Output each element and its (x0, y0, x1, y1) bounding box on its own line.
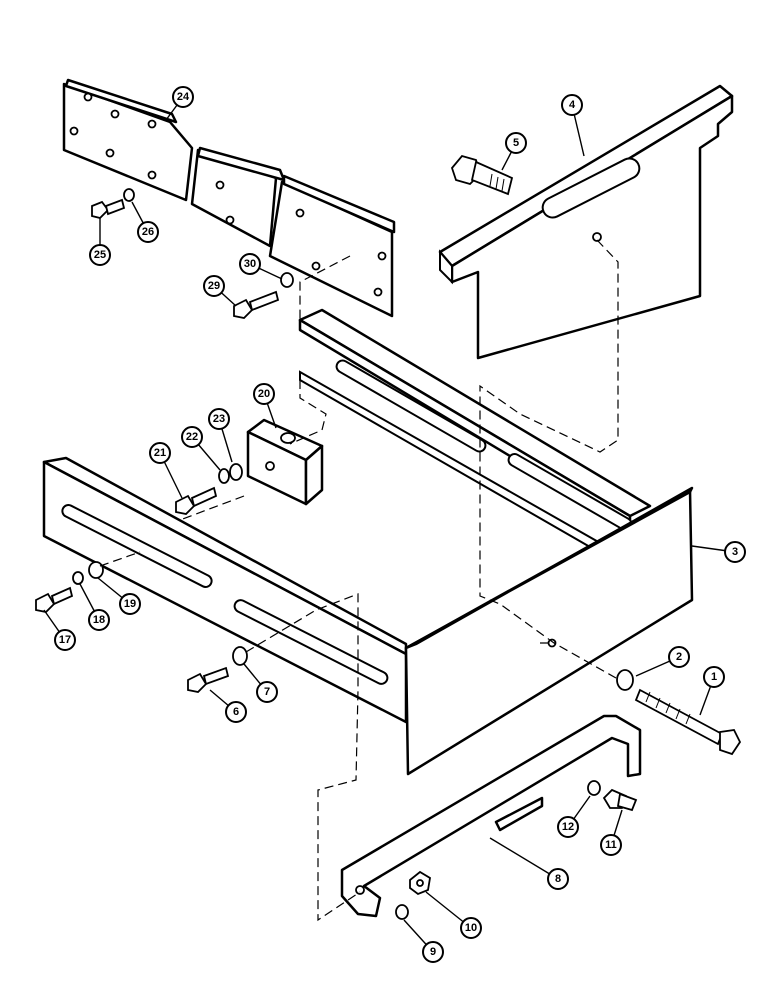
svg-text:5: 5 (513, 137, 519, 149)
hardware-bolts-washers-nuts (35, 188, 638, 920)
callout-19: 19 (119, 593, 141, 615)
svg-text:29: 29 (208, 280, 220, 292)
callout-21: 21 (149, 442, 171, 464)
callout-26: 26 (137, 221, 159, 243)
callout-23: 23 (208, 408, 230, 430)
callout-20: 20 (253, 383, 275, 405)
svg-text:9: 9 (430, 946, 436, 958)
svg-text:21: 21 (154, 447, 166, 459)
svg-text:30: 30 (244, 258, 256, 270)
callout-11: 11 (600, 834, 622, 856)
svg-text:11: 11 (605, 839, 617, 851)
svg-text:10: 10 (465, 922, 477, 934)
callout-22: 22 (181, 426, 203, 448)
svg-text:2: 2 (676, 651, 682, 663)
callout-29: 29 (203, 275, 225, 297)
long-bolt-part-1 (634, 688, 742, 756)
callout-24: 24 (172, 86, 194, 108)
svg-text:25: 25 (94, 249, 106, 261)
callout-10: 10 (460, 917, 482, 939)
svg-text:3: 3 (732, 546, 738, 558)
callout-17: 17 (54, 629, 76, 651)
svg-text:19: 19 (124, 598, 136, 610)
svg-text:18: 18 (93, 614, 105, 626)
callout-9: 9 (422, 941, 444, 963)
assembly-dash-lines (99, 239, 619, 922)
callout-12: 12 (557, 816, 579, 838)
block-part-20 (246, 418, 324, 506)
callout-2: 2 (668, 646, 690, 668)
svg-text:23: 23 (213, 413, 225, 425)
bracket-part-4 (438, 84, 734, 360)
svg-text:12: 12 (562, 821, 574, 833)
svg-text:17: 17 (59, 634, 71, 646)
svg-text:22: 22 (186, 431, 198, 443)
callout-5: 5 (505, 132, 527, 154)
svg-text:7: 7 (264, 686, 270, 698)
svg-text:8: 8 (555, 873, 561, 885)
svg-text:24: 24 (177, 91, 190, 103)
bolt-part-5 (450, 154, 514, 196)
svg-text:6: 6 (233, 706, 239, 718)
svg-text:4: 4 (569, 99, 576, 111)
svg-text:26: 26 (142, 226, 154, 238)
main-frame-part-3 (42, 308, 694, 776)
callout-30: 30 (239, 253, 261, 275)
callout-7: 7 (256, 681, 278, 703)
svg-text:20: 20 (258, 388, 270, 400)
callout-4: 4 (561, 94, 583, 116)
bottom-bracket-part-8 (340, 714, 642, 918)
callout-6: 6 (225, 701, 247, 723)
segmented-plate-part-24 (62, 78, 396, 318)
callout-1: 1 (703, 666, 725, 688)
svg-text:1: 1 (711, 671, 717, 683)
callout-8: 8 (547, 868, 569, 890)
callout-3: 3 (724, 541, 746, 563)
callout-18: 18 (88, 609, 110, 631)
callout-25: 25 (89, 244, 111, 266)
